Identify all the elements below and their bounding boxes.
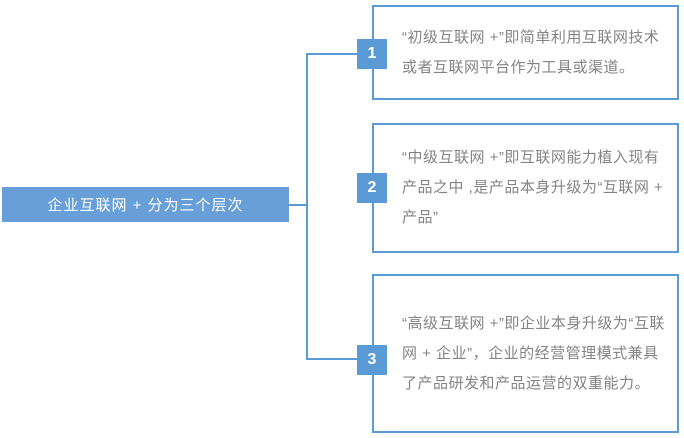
branch-number-2: 2 — [367, 179, 377, 196]
branch-number-badge-1: 1 — [357, 39, 387, 69]
branch-text-2: “中级互联网 +”即互联网能力植入现有产品之中 ,是产品本身升级为“互联网 + … — [402, 149, 664, 226]
branch-number-1: 1 — [367, 45, 377, 62]
connector-trunk — [306, 53, 308, 360]
branch-text-1: “初级互联网 +”即简单利用互联网技术或者互联网平台作为工具或渠道。 — [402, 28, 660, 76]
root-node: 企业互联网 + 分为三个层次 — [2, 187, 289, 222]
connector-branch-3 — [306, 358, 357, 360]
branch-number-badge-3: 3 — [357, 345, 387, 375]
connector-branch-1 — [306, 53, 357, 55]
branch-box-3: “高级互联网 +”即企业本身升级为“互联网 + 企业”，企业的经营管理模式兼具了… — [372, 274, 679, 433]
branch-number-badge-2: 2 — [357, 173, 387, 203]
branch-box-1: “初级互联网 +”即简单利用互联网技术或者互联网平台作为工具或渠道。 — [372, 5, 679, 100]
branch-text-3: “高级互联网 +”即企业本身升级为“互联网 + 企业”，企业的经营管理模式兼具了… — [402, 314, 665, 392]
connector-root-to-trunk — [289, 204, 307, 206]
branch-box-2: “中级互联网 +”即互联网能力植入现有产品之中 ,是产品本身升级为“互联网 + … — [372, 123, 679, 253]
root-node-label: 企业互联网 + 分为三个层次 — [47, 197, 244, 214]
branch-number-3: 3 — [367, 351, 377, 368]
